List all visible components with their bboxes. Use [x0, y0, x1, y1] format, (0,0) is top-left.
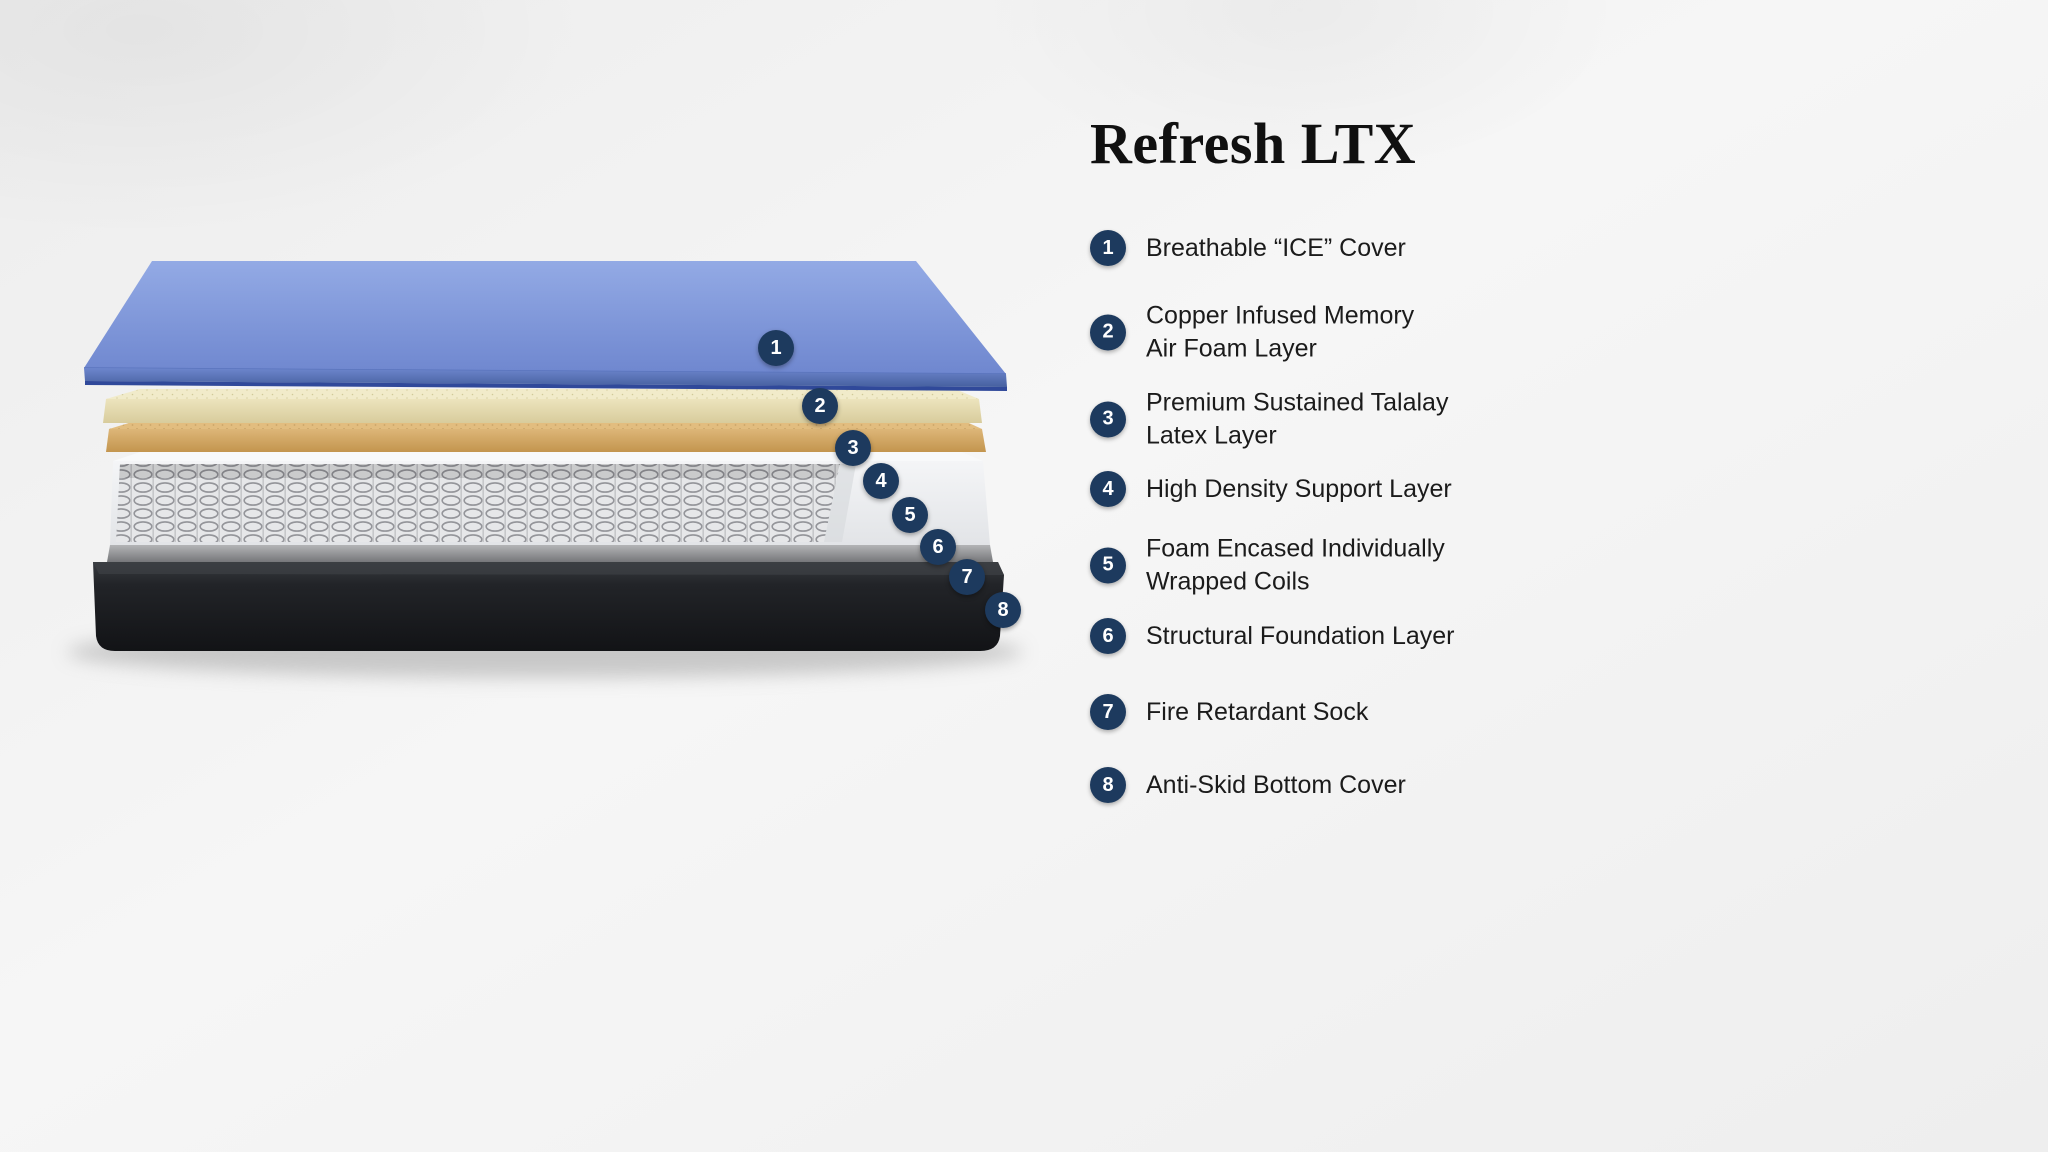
diagram-badge-7: 7: [949, 559, 985, 595]
legend-badge-7: 7: [1090, 694, 1126, 730]
diagram-badge-8: 8: [985, 592, 1021, 628]
legend-label-1: Breathable “ICE” Cover: [1146, 233, 1406, 262]
legend-label-4: High Density Support Layer: [1146, 474, 1452, 503]
legend-item-7: 7 Fire Retardant Sock: [1090, 694, 1550, 730]
legend-badge-4: 4: [1090, 471, 1126, 507]
legend-badge-1: 1: [1090, 230, 1126, 266]
legend-item-8: 8 Anti-Skid Bottom Cover: [1090, 767, 1550, 803]
product-title: Refresh LTX: [1090, 111, 1417, 176]
diagram-badge-4: 4: [863, 463, 899, 499]
mattress-illustration: [67, 261, 1023, 678]
diagram-badge-5: 5: [892, 497, 928, 533]
diagram-badge-6: 6: [920, 529, 956, 565]
layer-base-black: [93, 562, 1004, 651]
legend-badge-5: 5: [1090, 547, 1126, 583]
legend-badge-3: 3: [1090, 401, 1126, 437]
legend-label-7: Fire Retardant Sock: [1146, 697, 1369, 726]
legend-item-6: 6 Structural Foundation Layer: [1090, 618, 1550, 654]
diagram-badge-1: 1: [758, 330, 794, 366]
legend-label-8: Anti-Skid Bottom Cover: [1146, 770, 1406, 799]
legend-badge-8: 8: [1090, 767, 1126, 803]
legend-label-6: Structural Foundation Layer: [1146, 621, 1455, 650]
diagram-badge-2: 2: [802, 388, 838, 424]
legend-item-3: 3 Premium Sustained Talalay Latex Layer: [1090, 387, 1550, 452]
legend-badge-2: 2: [1090, 314, 1126, 350]
legend-label-2: Copper Infused Memory Air Foam Layer: [1146, 301, 1415, 363]
legend-badge-6: 6: [1090, 618, 1126, 654]
legend-label-5: Foam Encased Individually Wrapped Coils: [1146, 534, 1445, 596]
legend-label-3: Premium Sustained Talalay Latex Layer: [1146, 388, 1449, 450]
diagram-badge-3: 3: [835, 430, 871, 466]
layer-ice-cover-blue: [83, 261, 1007, 391]
layer-memory-foam-cream: [103, 389, 982, 423]
legend-item-1: 1 Breathable “ICE” Cover: [1090, 230, 1550, 266]
legend-item-2: 2 Copper Infused Memory Air Foam Layer: [1090, 300, 1550, 365]
legend-item-5: 5 Foam Encased Individually Wrapped Coil…: [1090, 533, 1550, 598]
legend-item-4: 4 High Density Support Layer: [1090, 471, 1550, 507]
